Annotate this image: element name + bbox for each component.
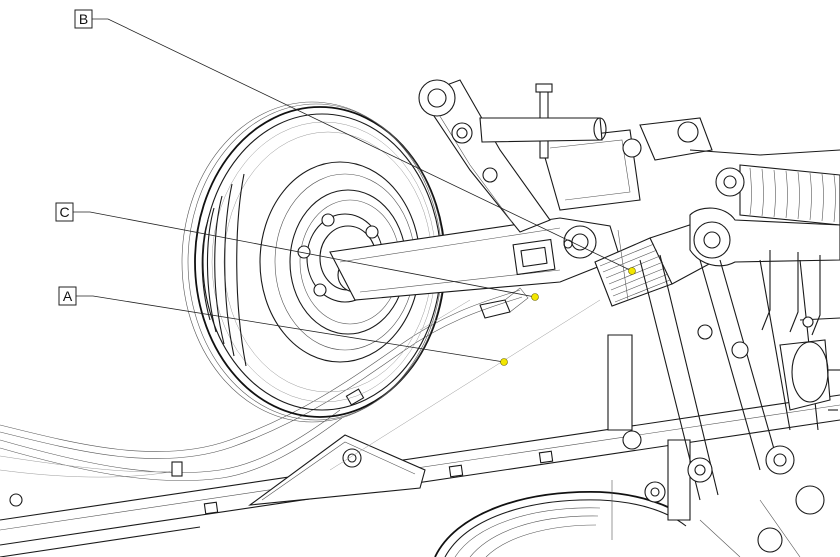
cable-line (329, 299, 601, 471)
marker-dot-a (500, 358, 508, 366)
leader-b (92, 18, 633, 272)
marker-dot-b (628, 267, 636, 275)
callout-c-label: C (59, 204, 69, 220)
marker-dots (500, 267, 636, 366)
frame-beam (0, 394, 840, 557)
callout-c: C (55, 202, 74, 222)
hydraulic-hoses (0, 287, 529, 507)
right-frame-assembly (607, 207, 840, 557)
callout-leaders (73, 18, 633, 363)
callout-b-label: B (79, 11, 88, 27)
leader-c (73, 211, 536, 298)
callout-a-label: A (63, 288, 73, 304)
upper-linkage (418, 79, 642, 233)
leader-a (76, 295, 505, 363)
marker-dot-c (531, 293, 539, 301)
callout-a: A (58, 286, 77, 306)
callout-b: B (74, 9, 93, 29)
wheel-arm (329, 217, 621, 301)
upper-right-springs (639, 117, 840, 226)
beam-bracket (248, 434, 426, 506)
lower-wheel (434, 491, 691, 557)
